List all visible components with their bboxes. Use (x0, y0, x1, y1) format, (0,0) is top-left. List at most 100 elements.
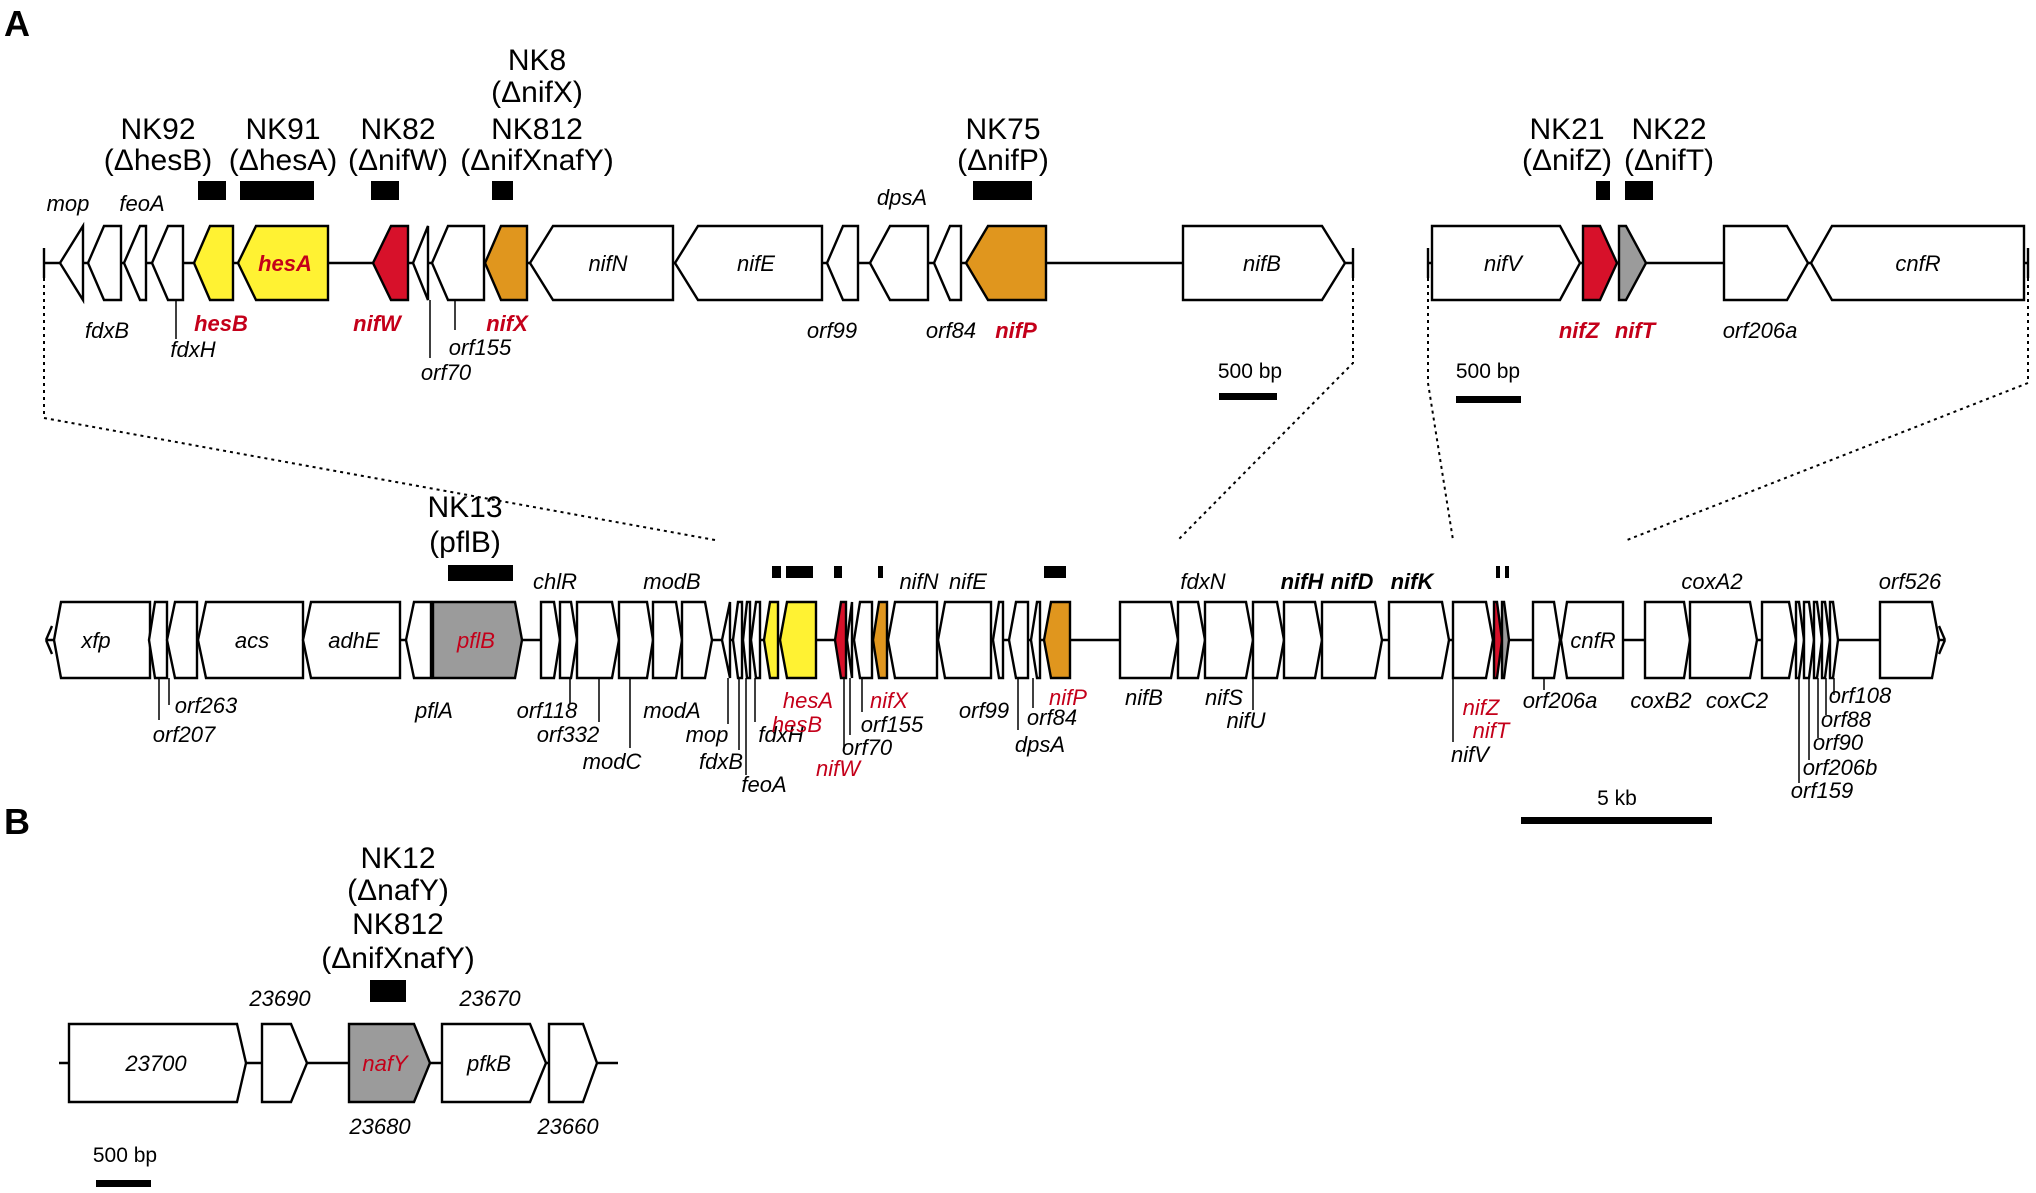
strain-nk812-b: NK812 (352, 908, 444, 941)
gene-nifK (1387, 600, 1451, 680)
gene-orf118 (558, 600, 579, 680)
strain-nk21: NK21 (1529, 113, 1604, 146)
label-orf155: orf155 (449, 335, 512, 360)
label-xfp: xfp (80, 628, 110, 653)
gene-coxC2 (1760, 600, 1798, 680)
gene-hesB (192, 224, 235, 302)
strain-nk812: NK812 (491, 113, 583, 146)
gene-23700 (67, 1022, 248, 1104)
gene-orf99 (825, 224, 860, 302)
gene-fdxH-overview (749, 600, 762, 680)
label-nifV: nifV (1484, 251, 1524, 276)
strain-nk92: NK92 (120, 113, 195, 146)
gene-acs (196, 600, 305, 680)
label-nifN: nifN (588, 251, 627, 276)
label-adhE: adhE (328, 628, 380, 653)
label-orf90: orf90 (1813, 730, 1864, 755)
label-orf155-overview: orf155 (861, 712, 924, 737)
gene-hesA (236, 224, 330, 302)
label-coxB2: coxB2 (1630, 688, 1691, 713)
label-pfkB: pfkB (466, 1051, 511, 1076)
gene-orf84-overview (1029, 600, 1042, 680)
gene-orf206a-overview (1531, 600, 1562, 680)
gene-nifZ-overview (1492, 600, 1504, 680)
scale-label-top-right: 500 bp (1456, 360, 1520, 383)
gene-23690 (260, 1022, 309, 1104)
gene-nifZ (1581, 224, 1619, 302)
label-orf206b: orf206b (1803, 755, 1878, 780)
gene-orf99-overview (991, 600, 1005, 680)
label-23680: 23680 (348, 1114, 411, 1139)
label-modC: modC (583, 749, 642, 774)
gene-orf206a (1722, 224, 1810, 302)
label-orf84: orf84 (926, 318, 976, 343)
strain-nk91: NK91 (245, 113, 320, 146)
gene-nifW-overview (833, 600, 848, 680)
label-nifX: nifX (486, 311, 529, 336)
gene-dpsA-overview (1007, 600, 1030, 680)
gene-nifP-overview (1042, 600, 1072, 680)
label-orf526: orf526 (1879, 569, 1942, 594)
label-mop-overview: mop (686, 722, 729, 747)
panel-b-gene-map (59, 980, 618, 1104)
gene-nifN-overview (886, 600, 939, 680)
gene-nifX (483, 224, 529, 302)
panel-b-labels: NK12 (ΔnafY) NK812 (ΔnifXnafY) 23700 236… (124, 842, 599, 1139)
label-nifB: nifB (1243, 251, 1281, 276)
strain-nk8: NK8 (508, 44, 566, 77)
label-fdxN: fdxN (1180, 569, 1225, 594)
label-dpsA: dpsA (877, 185, 927, 210)
gene-xfp (52, 600, 152, 680)
scale-label-top-left: 500 bp (1218, 360, 1282, 383)
label-nifH: nifH (1281, 569, 1325, 594)
gene-pflB (431, 600, 524, 680)
gene-chlR (539, 600, 562, 680)
strain-labels-top: NK92 (ΔhesB) NK91 (ΔhesA) NK82 (ΔnifW) N… (104, 44, 1714, 177)
gene-orf70-overview (845, 601, 854, 679)
label-23670: 23670 (458, 986, 521, 1011)
strain-nk92-sub: (ΔhesB) (104, 144, 212, 177)
gene-fdxB (86, 224, 123, 302)
gene-coxA2 (1688, 600, 1759, 680)
top-left-gene-map (42, 221, 1355, 305)
strain-nk91-sub: (ΔhesA) (229, 144, 337, 177)
gene-fdxB-overview (731, 600, 744, 680)
label-orf88: orf88 (1821, 707, 1872, 732)
label-23690: 23690 (248, 986, 311, 1011)
label-nifW: nifW (353, 311, 403, 336)
label-acs: acs (235, 628, 269, 653)
label-chlR: chlR (533, 569, 577, 594)
strain-nk13-sub: (pflB) (429, 526, 501, 559)
gene-nifB-overview (1118, 600, 1180, 680)
label-23700: 23700 (124, 1051, 187, 1076)
gene-nifD (1320, 600, 1384, 680)
gene-orf263 (165, 600, 199, 680)
label-fdxB-overview: fdxB (699, 749, 743, 774)
label-hesB: hesB (194, 311, 248, 336)
deletion-bars-overview (448, 565, 1509, 581)
label-orf206a-overview: orf206a (1523, 688, 1598, 713)
gene-orf526 (1878, 600, 1941, 680)
label-nifS: nifS (1205, 685, 1243, 710)
label-hesA: hesA (258, 251, 312, 276)
gene-orf207 (147, 600, 169, 680)
label-orf84-overview: orf84 (1027, 705, 1077, 730)
strain-nk75: NK75 (965, 113, 1040, 146)
label-pflB: pflB (456, 628, 495, 653)
label-nifP: nifP (995, 318, 1037, 343)
strain-nk75-sub: (ΔnifP) (957, 144, 1049, 177)
gene-orf206b (1802, 600, 1816, 680)
label-orf332: orf332 (537, 722, 599, 747)
gene-modB (651, 600, 684, 680)
gene-cnfR (1809, 224, 2026, 302)
gene-orf159 (1794, 600, 1806, 680)
label-nifP-overview: nifP (1049, 685, 1087, 710)
label-coxA2: coxA2 (1681, 569, 1742, 594)
gene-pfkB (440, 1022, 548, 1104)
label-nifW-overview: nifW (816, 756, 862, 781)
label-nifK: nifK (1391, 569, 1436, 594)
label-nifE: nifE (737, 251, 775, 276)
strain-nk13: NK13 (427, 491, 502, 524)
label-nifE-overview: nifE (949, 569, 987, 594)
gene-nifU (1251, 600, 1286, 680)
